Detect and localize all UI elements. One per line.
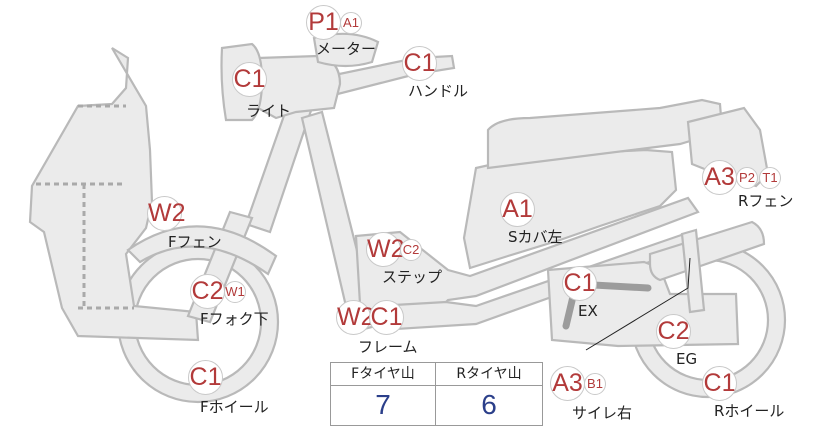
r-fender-codes: A3 P2 T1 [702, 160, 781, 195]
damage-code: B1 [584, 372, 606, 395]
shock-drawing [680, 228, 706, 314]
front-fender-drawing [126, 225, 278, 276]
table-divider [435, 363, 436, 425]
f-tread-header: Fタイヤ山 [351, 366, 415, 382]
damage-code: A1 [500, 192, 535, 227]
damage-code: P1 [306, 5, 341, 40]
f-tread-value: 7 [375, 389, 391, 420]
muffler-codes: A3 B1 [550, 366, 606, 401]
damage-code: W1 [224, 280, 246, 303]
damage-code: A3 [550, 366, 585, 401]
damage-code: C1 [232, 62, 267, 97]
f-fork-codes: C2 W1 [190, 274, 246, 309]
damage-code: C1 [402, 46, 437, 81]
s-cover-label: Sカバ左 [508, 228, 563, 246]
tire-tread-table: Fタイヤ山 Rタイヤ山 7 6 [330, 362, 543, 426]
damage-code: C2 [656, 314, 691, 349]
step-codes: W2 C2 [366, 232, 422, 267]
handle-label: ハンドル [408, 82, 469, 100]
damage-code: C2 [190, 274, 225, 309]
light-codes: C1 [232, 62, 267, 97]
f-fender-codes: W2 [147, 196, 186, 231]
meter-codes: P1 A1 [306, 5, 362, 40]
engine-codes: C2 [656, 314, 691, 349]
damage-code: P2 [736, 166, 758, 189]
meter-label: メーター [316, 40, 377, 58]
r-tread-value: 6 [481, 389, 497, 420]
r-fender-label: Rフェン [738, 192, 794, 210]
f-fork-label: Fフォク下 [200, 310, 269, 328]
frame-label: フレーム [358, 338, 418, 356]
airbox-drawing [648, 220, 766, 282]
damage-code: C2 [400, 238, 422, 261]
f-wheel-codes: C1 [188, 360, 223, 395]
damage-code: C1 [702, 366, 737, 401]
f-wheel-label: Fホイール [200, 398, 269, 416]
r-tread-header: Rタイヤ山 [456, 366, 522, 382]
step-label: ステップ [382, 268, 443, 286]
damage-code: C1 [369, 300, 404, 335]
frame-codes: W2 C1 [336, 300, 404, 335]
exhaust-codes: C1 [562, 266, 597, 301]
damage-code: W2 [336, 300, 375, 335]
exhaust-label: EX [578, 302, 598, 320]
r-wheel-label: Rホイール [714, 402, 785, 420]
s-cover-codes: A1 [500, 192, 535, 227]
engine-label: EG [676, 350, 698, 368]
light-label: ライト [246, 102, 292, 120]
leader-line [585, 257, 691, 351]
r-wheel-codes: C1 [702, 366, 737, 401]
muffler-label: サイレ右 [572, 404, 633, 422]
table-divider [331, 385, 542, 386]
damage-code: T1 [759, 166, 781, 189]
damage-code: C1 [188, 360, 223, 395]
damage-code: C1 [562, 266, 597, 301]
damage-code: A1 [340, 11, 362, 34]
damage-code: W2 [147, 196, 186, 231]
handle-codes: C1 [402, 46, 437, 81]
damage-code: W2 [366, 232, 405, 267]
damage-code: A3 [702, 160, 737, 195]
f-fender-label: Fフェン [168, 233, 222, 251]
